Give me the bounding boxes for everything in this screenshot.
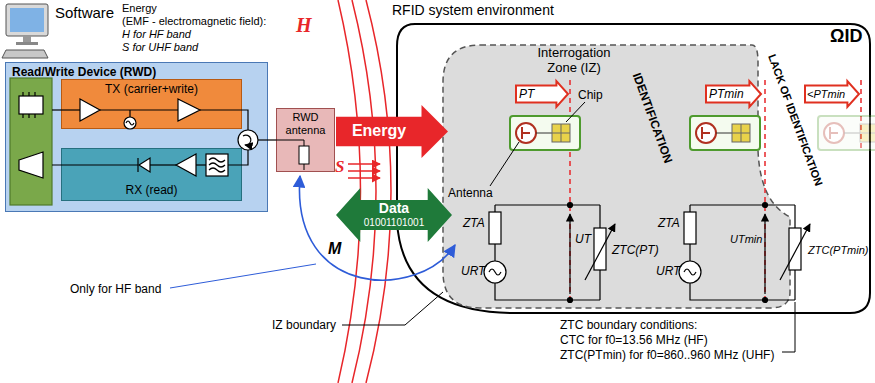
node-text: TX (carrier+write) [62, 82, 241, 96]
node-text: ΩID [830, 26, 862, 46]
magnetic-field-lines [338, 0, 391, 383]
node-text: Data [336, 200, 452, 216]
node-text: PTmin [709, 87, 744, 101]
label-text: ZTC(PT) [612, 243, 659, 257]
node-text: Interrogation Zone (IZ) [530, 45, 618, 75]
label-text: M [328, 240, 341, 258]
energy-arrow: Energy [336, 105, 448, 158]
node-text: RX (read) [62, 183, 241, 197]
label-text: URT [656, 264, 680, 278]
label-text: ZTC(PTmin) [808, 243, 869, 257]
node-text: RWD antenna [277, 111, 334, 137]
node-text: <PTmin [807, 87, 845, 101]
label-text: ZTC(PTmin) for f0=860..960 MHz (UHF) [560, 348, 774, 362]
label-text: S for UHF band [122, 41, 198, 54]
label-text: UTmin [730, 232, 762, 246]
label-text: (EMF - electromagnetic field): [122, 15, 266, 28]
node-text: Read/Write Device (RWD) [12, 65, 156, 79]
power-arrow: <PTmin [804, 80, 860, 108]
tag [510, 116, 580, 150]
node-text: 01001101001 [336, 217, 452, 229]
node-text: RFID system environment [392, 2, 554, 18]
label-text: IZ boundary [272, 318, 336, 332]
label-text: ZTC boundary conditions: [560, 318, 697, 332]
label-text: ZTA [463, 216, 485, 230]
data-arrow: Data01001101001 [336, 188, 452, 242]
label-text: CTC for f0=13.56 MHz (HF) [560, 333, 708, 347]
tag [690, 116, 760, 150]
power-density-arrows [348, 164, 380, 178]
computer-icon [2, 4, 48, 58]
label-text: Energy [122, 2, 157, 15]
label-text: ZTA [658, 216, 680, 230]
node-text: PT [519, 87, 534, 101]
label-text: S [335, 157, 344, 176]
label-text: Only for HF band [70, 282, 161, 296]
power-arrow: PTmin [705, 80, 762, 108]
label-text: URT [461, 264, 485, 278]
label-text: Software [55, 4, 114, 21]
label-text: Antenna [448, 186, 493, 200]
node-text: Energy [336, 122, 422, 140]
label-text: H [296, 14, 312, 36]
power-arrow: PT [515, 80, 569, 108]
label-text: Chip [578, 88, 603, 102]
label-text: H for HF band [122, 28, 191, 41]
tag-faded [818, 116, 875, 150]
connector [268, 139, 276, 140]
label-text: UT [575, 232, 591, 246]
